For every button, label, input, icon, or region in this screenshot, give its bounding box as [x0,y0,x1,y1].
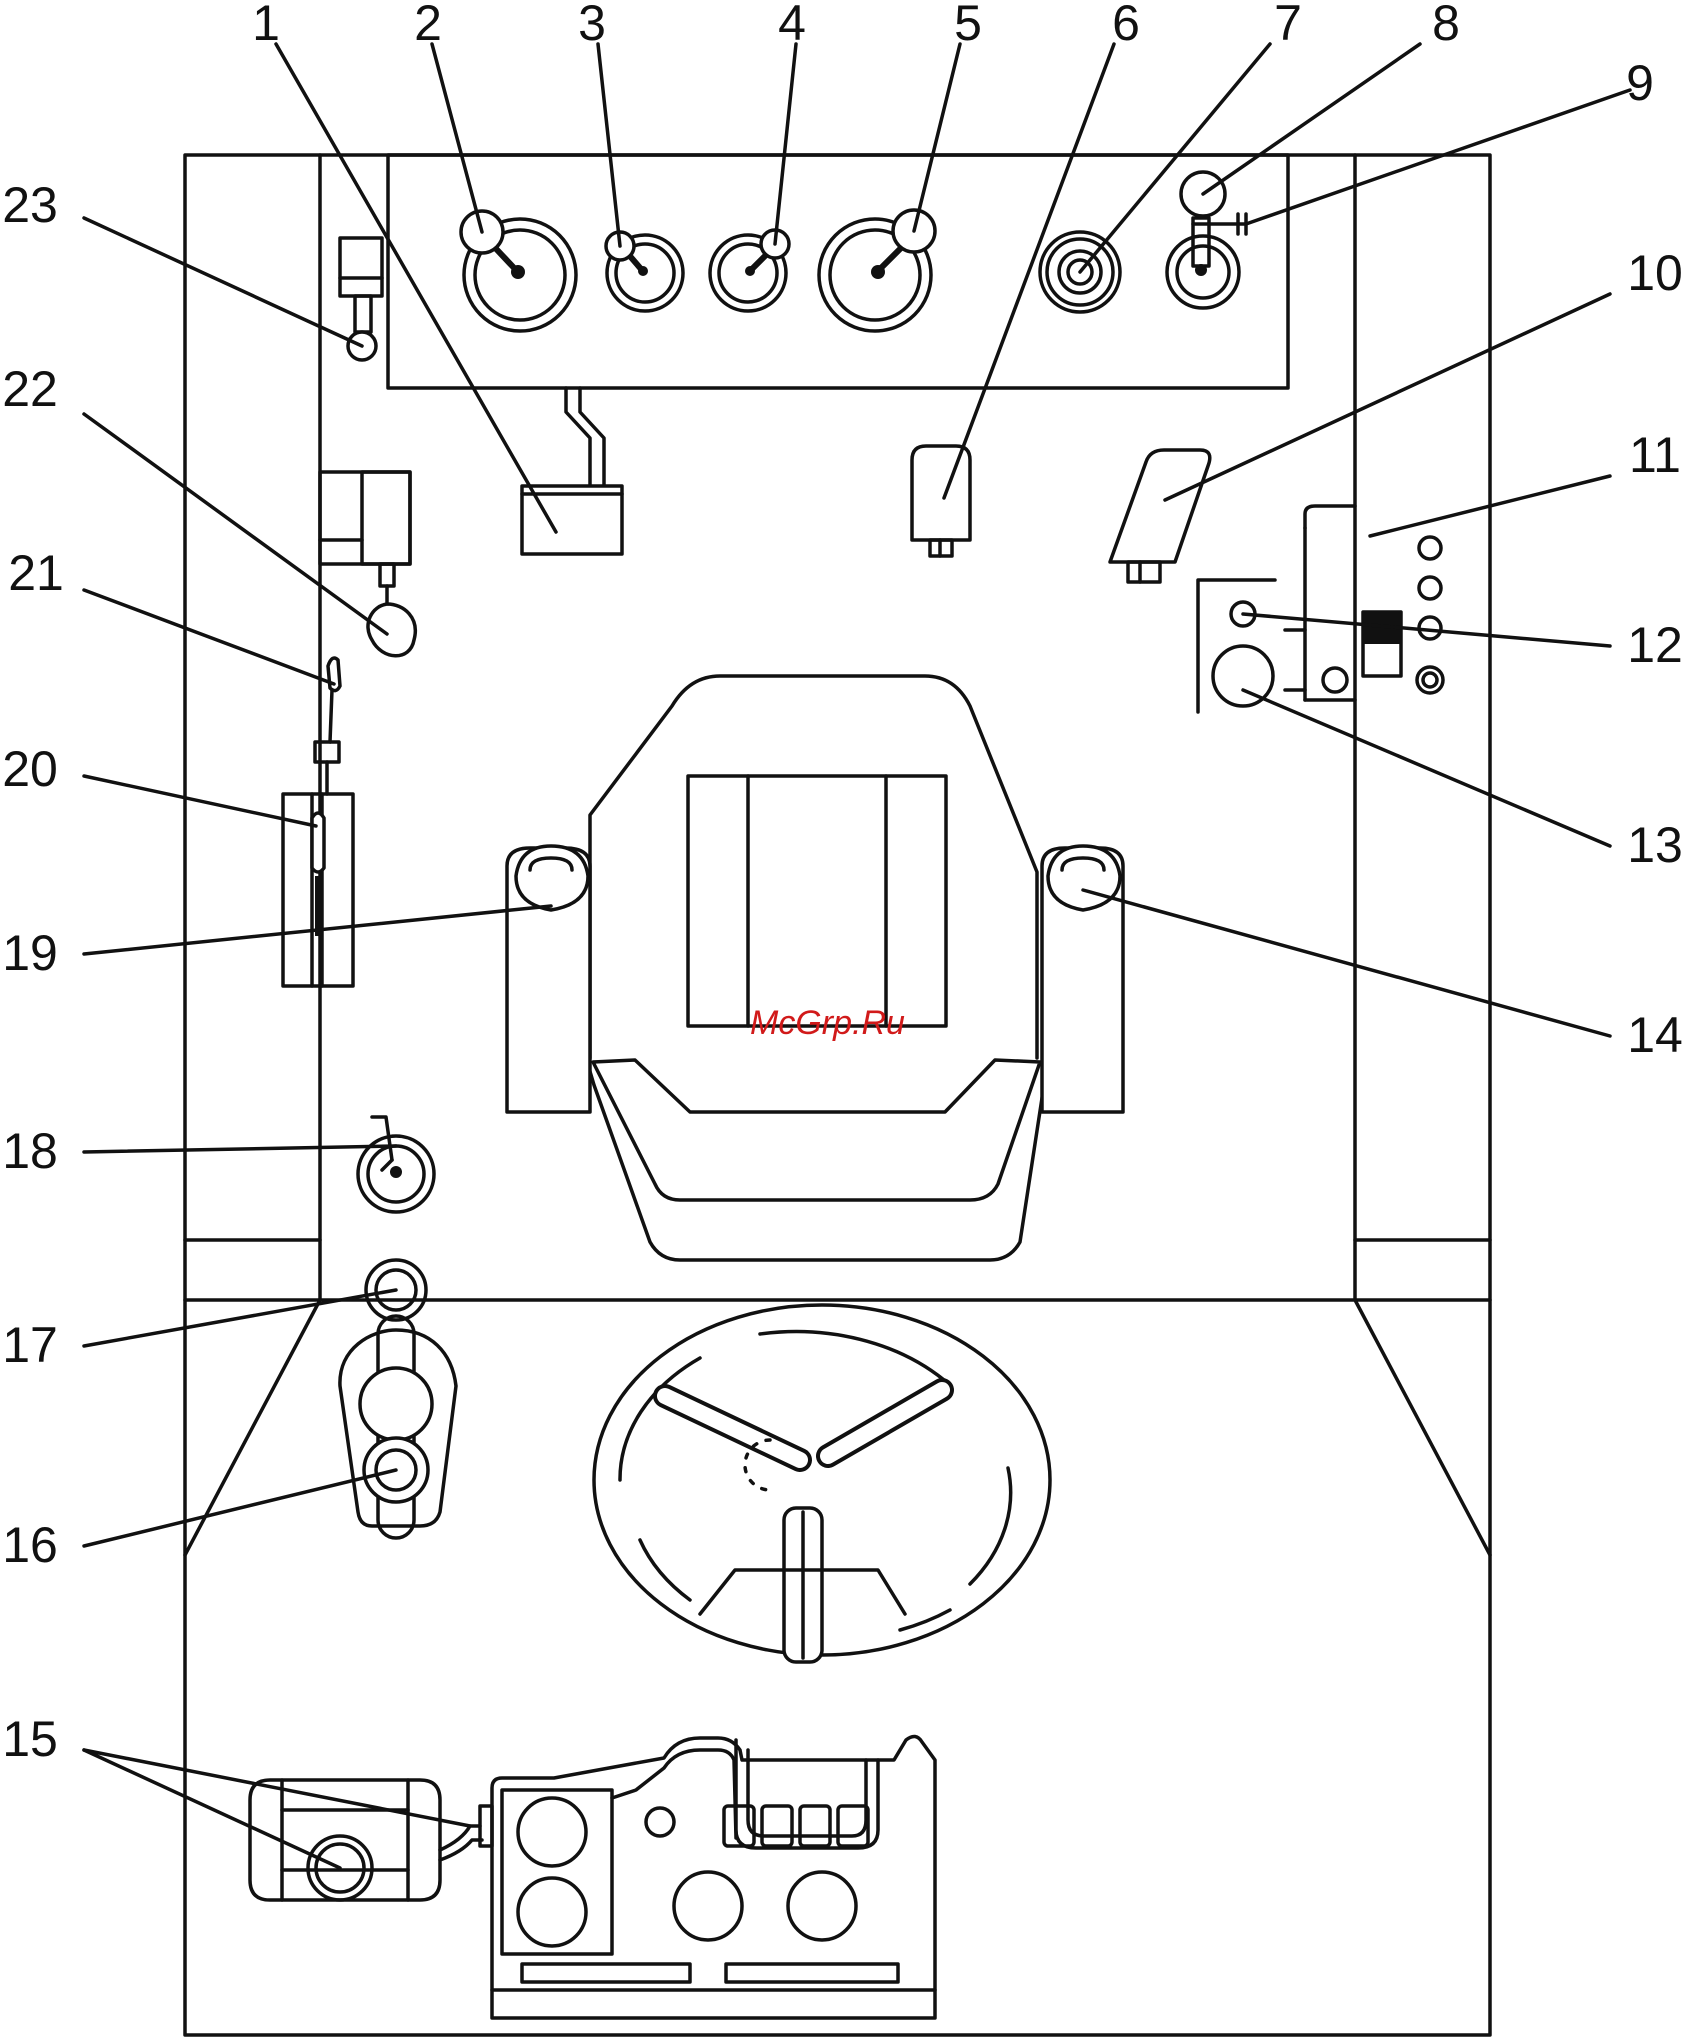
control-4-lever [710,230,789,311]
label-1: 1 [252,0,280,51]
label-22: 22 [2,361,58,417]
label-3: 3 [578,0,606,51]
label-10: 10 [1627,245,1683,301]
right-console [1198,506,1443,712]
control-10-pedal [1110,450,1210,582]
control-2-lever [461,211,576,331]
label-2: 2 [414,0,442,51]
control-23-lever [340,238,382,360]
operator-seat [507,676,1123,1260]
label-11: 11 [1629,427,1681,483]
label-6: 6 [1112,0,1140,51]
control-5-lever [819,210,935,331]
control-1-pedal [522,388,622,554]
control-16-gear-lever [340,1316,456,1538]
control-6-pedal [912,446,970,556]
label-18: 18 [2,1123,58,1179]
cab-outline [185,155,1490,2035]
label-12: 12 [1627,617,1683,673]
label-9: 9 [1626,55,1654,111]
label-8: 8 [1432,0,1460,51]
label-23: 23 [2,177,58,233]
label-4: 4 [778,0,806,51]
label-16: 16 [2,1517,58,1573]
label-13: 13 [1627,817,1683,873]
steering-wheel [594,1305,1050,1662]
label-20: 20 [2,741,58,797]
label-21: 21 [8,545,64,601]
control-15-box [250,1780,492,1900]
label-19: 19 [2,925,58,981]
label-5: 5 [954,0,982,51]
label-14: 14 [1627,1007,1683,1063]
label-7: 7 [1274,0,1302,51]
watermark: McGrp.Ru [750,1004,905,1042]
label-15: 15 [2,1711,58,1767]
control-18-valve [358,1117,434,1212]
dashboard [492,1736,935,2018]
control-22-lever [320,472,415,656]
callout-labels: 1 2 3 4 5 6 7 8 9 10 11 12 13 14 15 16 1… [2,0,1683,1767]
label-17: 17 [2,1317,58,1373]
control-3-lever [606,232,683,311]
